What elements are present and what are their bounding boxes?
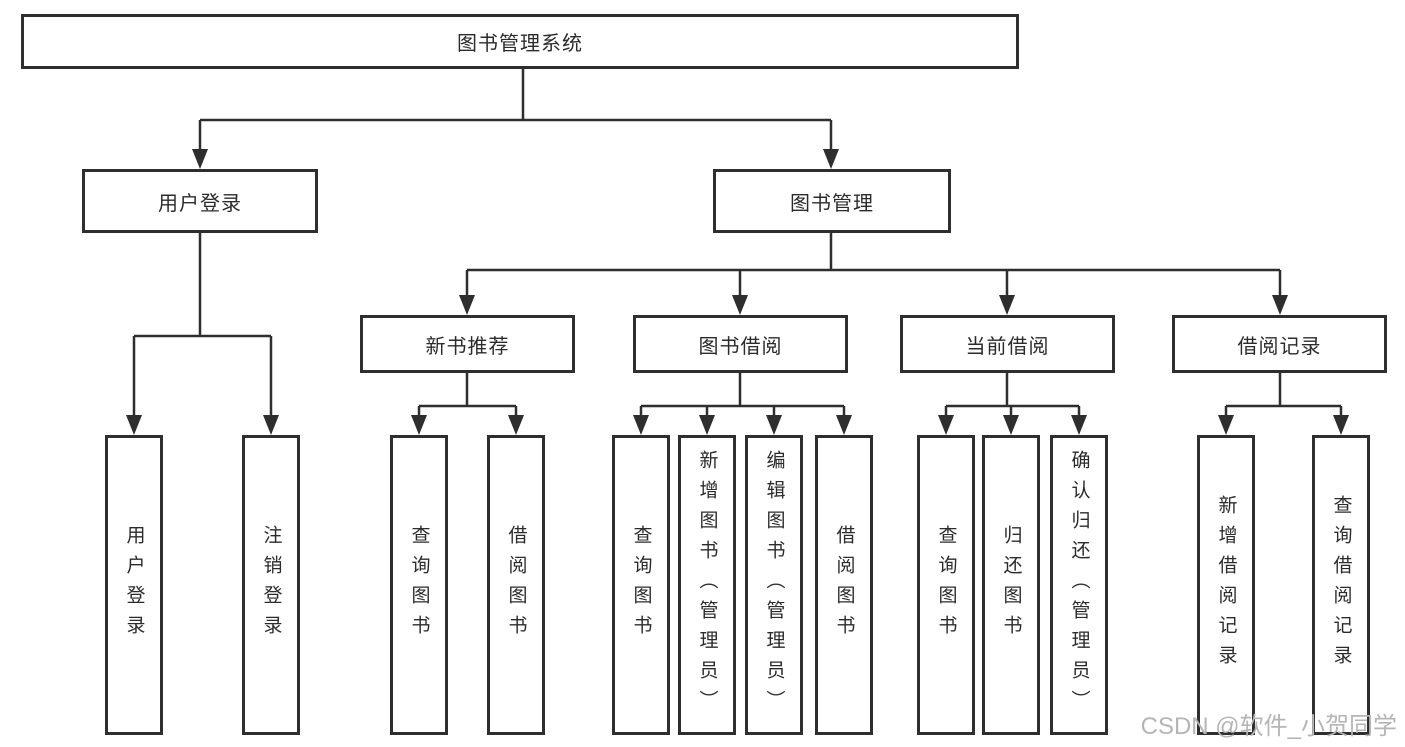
arrowheads <box>126 149 1349 435</box>
leaf-add-borrow-record: 新增借阅记录 <box>1197 435 1255 735</box>
leaf-edit-book-admin: 编辑图书（管理员） <box>745 435 803 735</box>
leaf-borrow-books-2: 借阅图书 <box>815 435 873 735</box>
leaf-label: 查询借阅记录 <box>1330 495 1352 675</box>
leaf-query-books-3: 查询图书 <box>917 435 975 735</box>
leaf-label: 编辑图书（管理员） <box>763 450 785 720</box>
leaf-label: 归还图书 <box>1000 525 1022 645</box>
connector-paths <box>132 69 1343 418</box>
leaf-label: 新增图书（管理员） <box>696 450 718 720</box>
leaf-query-borrow-record: 查询借阅记录 <box>1312 435 1370 735</box>
node-label: 图书借阅 <box>698 335 783 358</box>
leaf-label: 借阅图书 <box>833 525 855 645</box>
leaf-query-books-1: 查询图书 <box>390 435 448 735</box>
node-label: 用户登录 <box>158 192 242 215</box>
node-book-management: 图书管理 <box>713 169 951 233</box>
leaf-label: 查询图书 <box>935 525 957 645</box>
node-label: 图书管理 <box>790 192 874 215</box>
node-borrowing-records: 借阅记录 <box>1172 315 1387 373</box>
watermark: CSDN @软件_小贺同学 <box>1140 713 1397 740</box>
leaf-label: 查询图书 <box>630 525 652 645</box>
node-label: 图书管理系统 <box>457 33 583 55</box>
leaf-label: 注销登录 <box>260 525 282 645</box>
node-library-management-system: 图书管理系统 <box>21 14 1019 69</box>
leaf-label: 查询图书 <box>408 525 430 645</box>
leaf-label: 新增借阅记录 <box>1215 495 1237 675</box>
leaf-confirm-return-admin: 确认归还（管理员） <box>1050 435 1108 735</box>
leaf-label: 借阅图书 <box>505 525 527 645</box>
node-label: 新书推荐 <box>425 335 510 358</box>
node-label: 当前借阅 <box>965 335 1050 358</box>
leaf-user-login: 用户登录 <box>105 435 163 735</box>
node-current-borrowing: 当前借阅 <box>900 315 1115 373</box>
leaf-return-books: 归还图书 <box>982 435 1040 735</box>
leaf-borrow-books-1: 借阅图书 <box>487 435 545 735</box>
leaf-query-books-2: 查询图书 <box>612 435 670 735</box>
node-new-book-recommendation: 新书推荐 <box>360 315 575 373</box>
node-user-login: 用户登录 <box>82 169 318 233</box>
node-label: 借阅记录 <box>1237 335 1322 358</box>
node-book-borrowing: 图书借阅 <box>633 315 848 373</box>
leaf-add-book-admin: 新增图书（管理员） <box>678 435 736 735</box>
leaf-label: 确认归还（管理员） <box>1068 450 1090 720</box>
leaf-label: 用户登录 <box>123 525 145 645</box>
leaf-logout: 注销登录 <box>242 435 300 735</box>
